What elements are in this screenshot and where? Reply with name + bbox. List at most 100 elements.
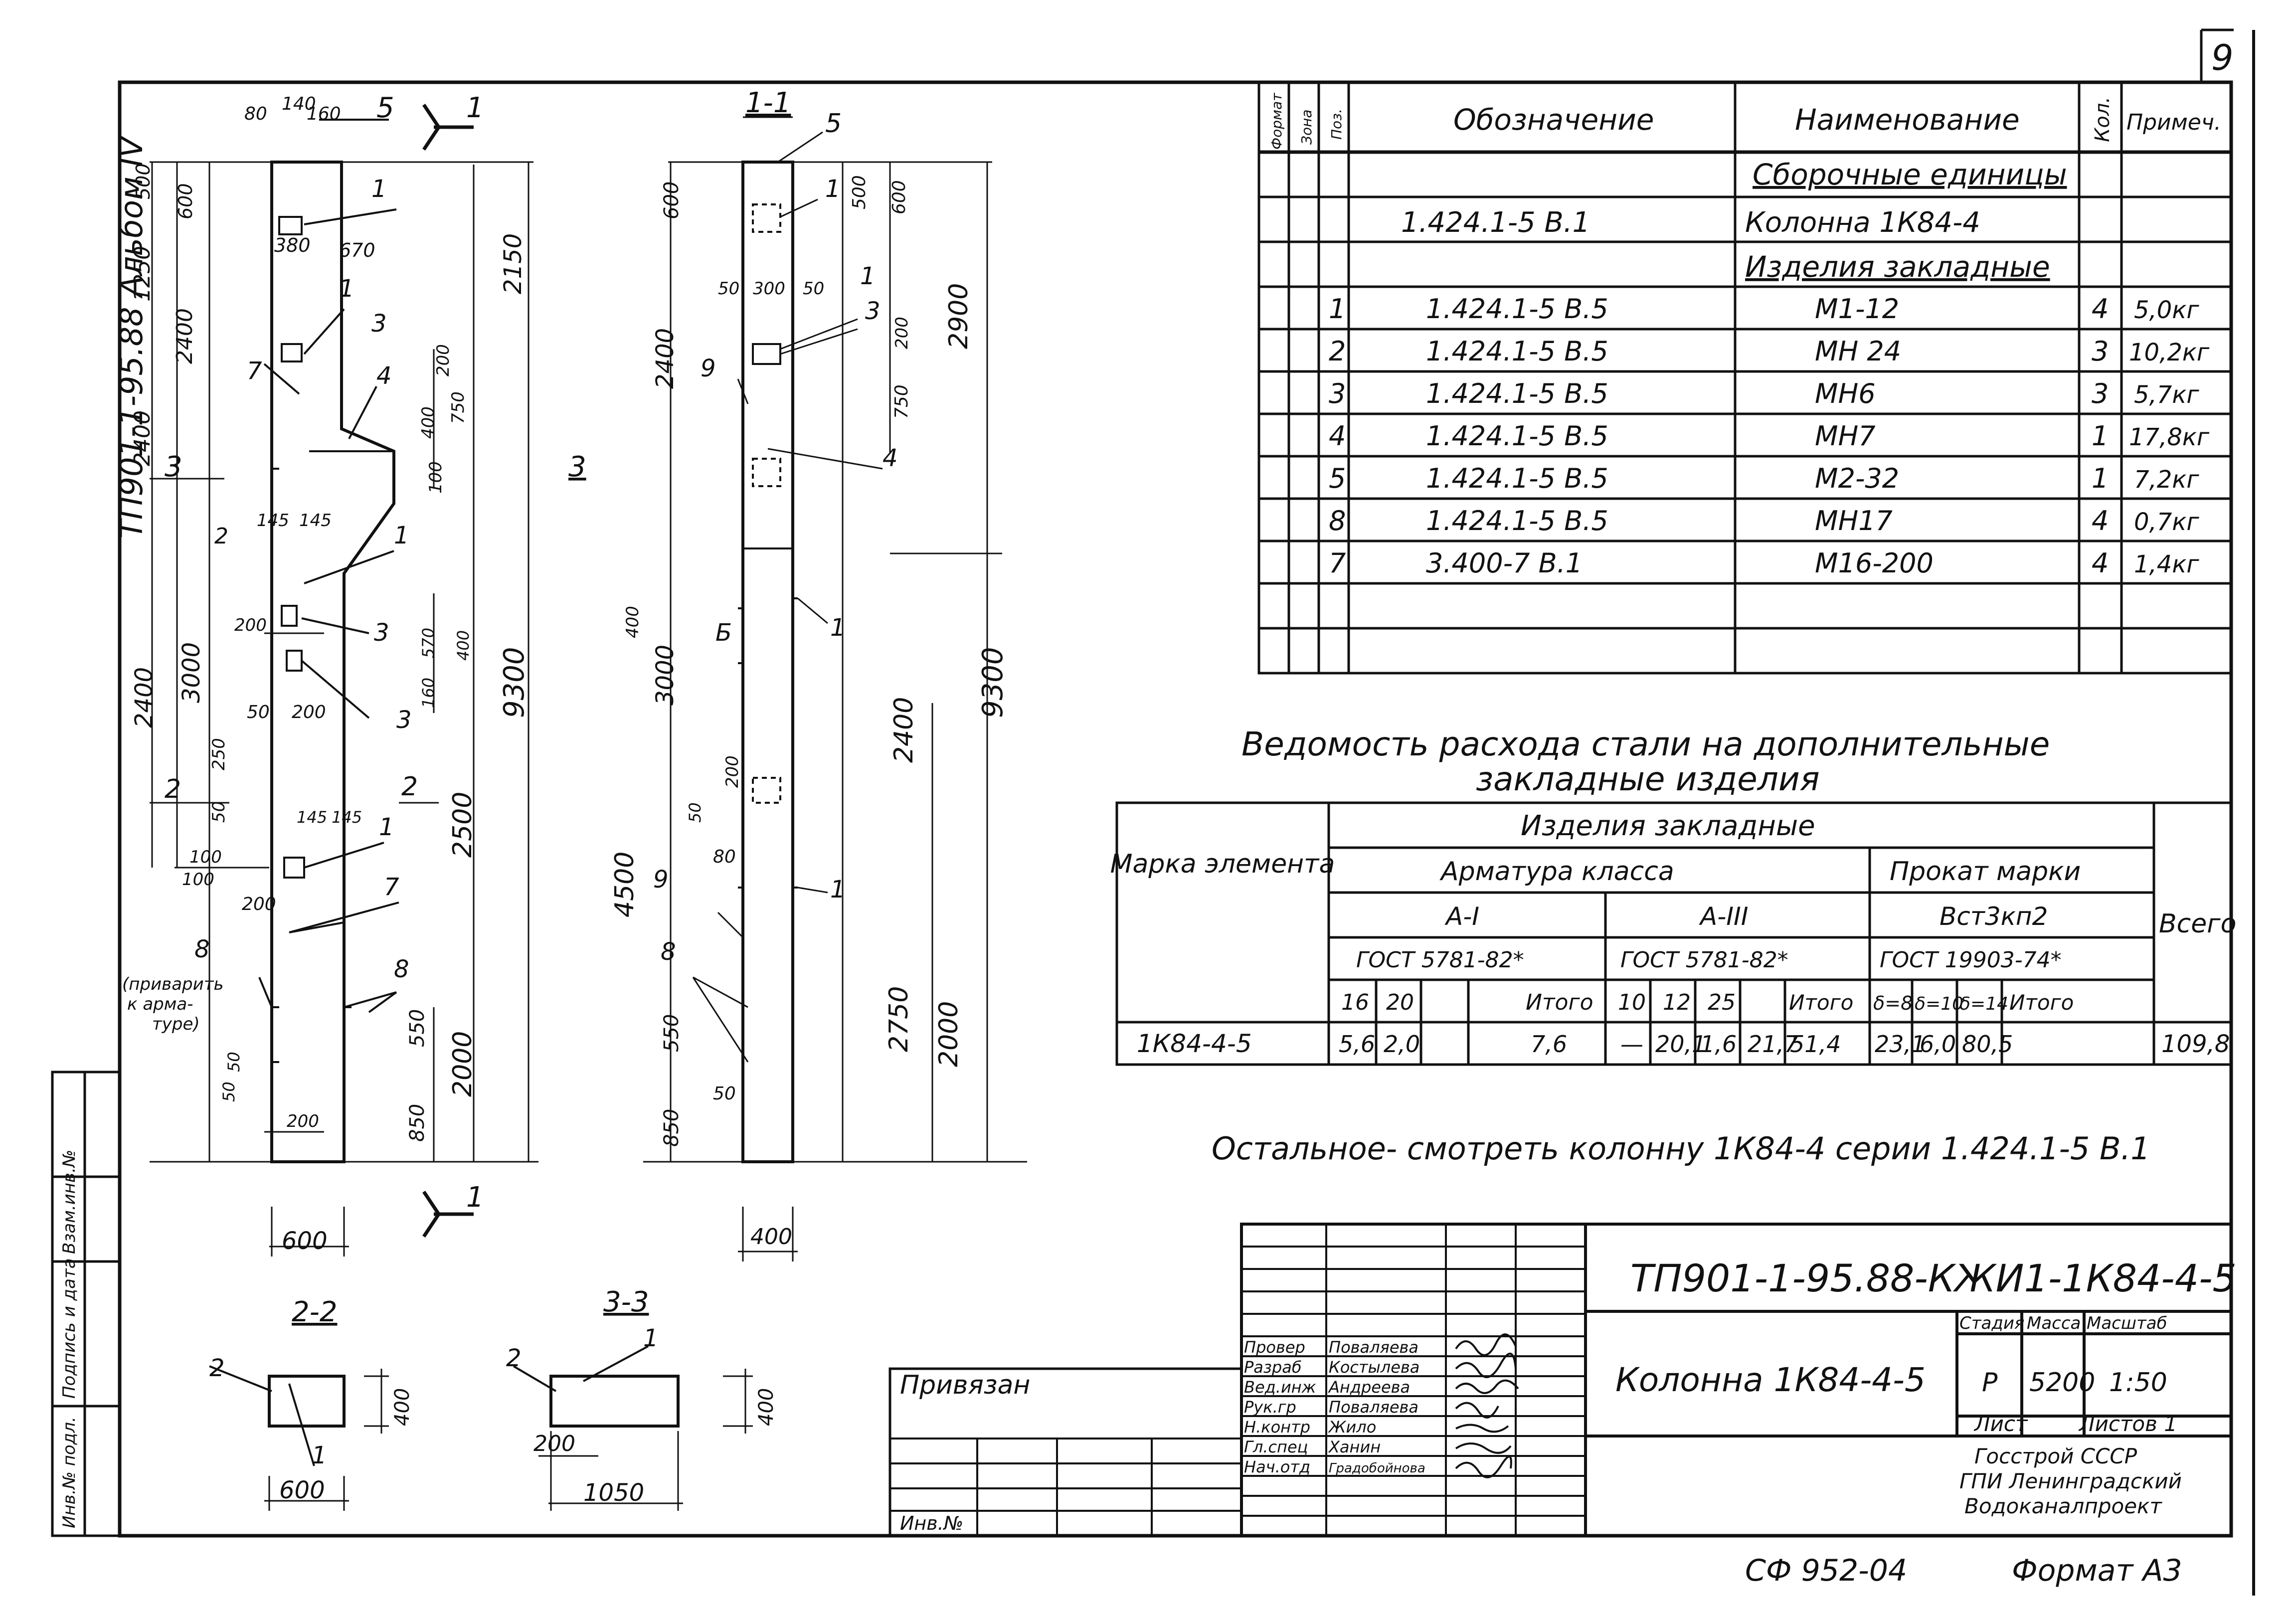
steel-cell: — (1620, 1031, 1643, 1058)
spec-header-name: Наименование (1795, 103, 2020, 137)
weld-note-1: (приварить (122, 974, 224, 994)
steel-grade: Вст3кп2 (1940, 902, 2048, 931)
steel-class-1: А-I (1444, 902, 1479, 931)
spec-rows: Сборочные единицы 1.424.1-5 В.1 Колонна … (1329, 158, 2210, 579)
leader-lines (258, 119, 399, 1013)
dim: 550 (406, 1009, 429, 1047)
tb-org-2: ГПИ Ленинградский (1959, 1469, 2182, 1493)
dim: 1050 (583, 1479, 644, 1507)
album-code: ТП901-1-95.88 Альбом IV (113, 134, 150, 539)
tb-roles: Провер Поваляева Разраб Костылева Вед.ин… (1244, 1338, 1425, 1476)
spec-row-name: М2-32 (1815, 463, 1899, 494)
spec-row-qty: 4 (2092, 547, 2109, 579)
spec-row-note: 10,2кг (2129, 339, 2210, 366)
mark-7: 7 (247, 357, 262, 385)
mark-8b: 8 (394, 955, 409, 983)
spec-row-designation: 3.400-7 В.1 (1426, 547, 1583, 579)
spec-row-pos: 1 (1329, 293, 1346, 325)
section-3-left: 3 (165, 451, 182, 483)
cut-1-1-title: 1-1 (745, 87, 791, 119)
tb-role-name: Ханин (1328, 1438, 1381, 1456)
steel-header-total: Всего (2159, 909, 2236, 939)
steel-col: δ=14 (1959, 994, 2008, 1014)
dim: 570 (419, 628, 438, 658)
steel-table-grid (1115, 801, 2233, 1066)
spec-row-note: 5,7кг (2134, 381, 2199, 409)
dim: 50 (718, 279, 739, 299)
doc-code: ТП901-1-95.88-КЖИ1-1К84-4-5 (1630, 1256, 2237, 1300)
steel-cell: 5,6 (1339, 1031, 1375, 1058)
dim: 4500 (610, 852, 640, 917)
mark-2b: 2 (209, 1354, 225, 1382)
mark-7b: 7 (384, 873, 399, 901)
side-label-inv: Инв.№ подл. (59, 1417, 79, 1528)
steel-col: 10 (1618, 990, 1646, 1015)
mark-1e: 1 (825, 175, 841, 203)
tb-role-name: Костылева (1329, 1358, 1419, 1377)
elevation-labels: 5 1 1 80 140 160 500 600 1250 2400 2400 … (122, 92, 586, 1255)
tb-role: Н.контр (1244, 1418, 1310, 1437)
dim: 9300 (977, 647, 1009, 718)
weld-note-3: туре) (152, 1014, 200, 1034)
dim: 50 (209, 801, 229, 823)
tb-role-name: Градобойнова (1329, 1461, 1425, 1476)
dim: 50 (713, 1083, 736, 1104)
spec-row-name: Изделия закладные (1745, 250, 2050, 284)
mark-8a: 8 (194, 935, 210, 963)
section-1-1-labels: 1-1 5 600 500 600 1 50 300 50 1 3 2400 9… (610, 87, 1009, 1250)
tb-mass-label: Масса (2027, 1313, 2081, 1333)
dim: 400 (454, 630, 473, 661)
steel-col: 12 (1663, 990, 1691, 1015)
dim: 600 (660, 181, 683, 219)
dim: 100 (426, 461, 446, 494)
dim: 50 (224, 1052, 243, 1072)
section-3-3-dims (538, 1369, 753, 1511)
side-stamp (51, 1071, 121, 1537)
steel-header-group: Изделия закладные (1521, 810, 1815, 842)
dim: 2400 (130, 410, 155, 466)
steel-cell: 2,0 (1384, 1031, 1420, 1058)
steel-col-headers: 16 20 Итого 10 12 25 Итого δ=8 δ=10 δ=14… (1341, 990, 2074, 1015)
spec-row-name: Колонна 1К84-4 (1745, 206, 1980, 239)
spec-row-qty: 3 (2092, 378, 2109, 409)
steel-row-total: 109,8 (2161, 1030, 2230, 1058)
dim: 2500 (448, 792, 478, 858)
steel-header-rolled: Прокат марки (1890, 857, 2081, 887)
dim: 600 (175, 183, 196, 219)
steel-col: Итого (1789, 990, 1853, 1015)
tb-org-1: Госстрой СССР (1974, 1444, 2137, 1468)
section-3-3 (513, 1345, 680, 1428)
spec-row-name: М16-200 (1815, 547, 1934, 579)
section-2-2-dims (264, 1369, 389, 1511)
spec-row-designation: 1.424.1-5 В.5 (1426, 336, 1608, 367)
dim: 50 (686, 802, 705, 823)
dim: 50 (247, 702, 270, 722)
mark-1b: 1 (339, 275, 354, 303)
dim: 400 (418, 406, 438, 439)
spec-row-qty: 3 (2092, 336, 2109, 367)
dim: 145 (332, 808, 362, 827)
dim: 2750 (884, 986, 914, 1052)
spec-header-designation: Обозначение (1453, 103, 1654, 137)
general-note: Остальное- смотреть колонну 1К84-4 серии… (1212, 1130, 2150, 1167)
dim: 145 (297, 808, 327, 827)
mark-5b: 5 (825, 109, 842, 139)
copy-number: СФ 952-04 (1745, 1553, 1907, 1588)
steel-col: δ=10 (1915, 994, 1963, 1014)
spec-row-qty: 4 (2092, 293, 2109, 325)
dim: 50 (803, 279, 824, 299)
spec-row-note: 0,7кг (2134, 508, 2199, 536)
section-2-right: 2 (401, 772, 418, 802)
tb-role-name: Поваляева (1329, 1338, 1418, 1357)
steel-class-3: А-III (1699, 902, 1748, 931)
dim: 200 (242, 894, 276, 914)
steel-header-mark-text: Марка элемента (1110, 849, 1335, 879)
steel-cell: 51,4 (1790, 1031, 1841, 1058)
dim: 400 (750, 1224, 792, 1250)
dim: 2400 (172, 308, 197, 364)
mark-1i: 1 (312, 1441, 327, 1469)
dim: 400 (623, 606, 643, 638)
dim: 9300 (498, 647, 530, 718)
steel-cell: 1,6 (1700, 1031, 1737, 1058)
dim: 100 (189, 847, 222, 867)
